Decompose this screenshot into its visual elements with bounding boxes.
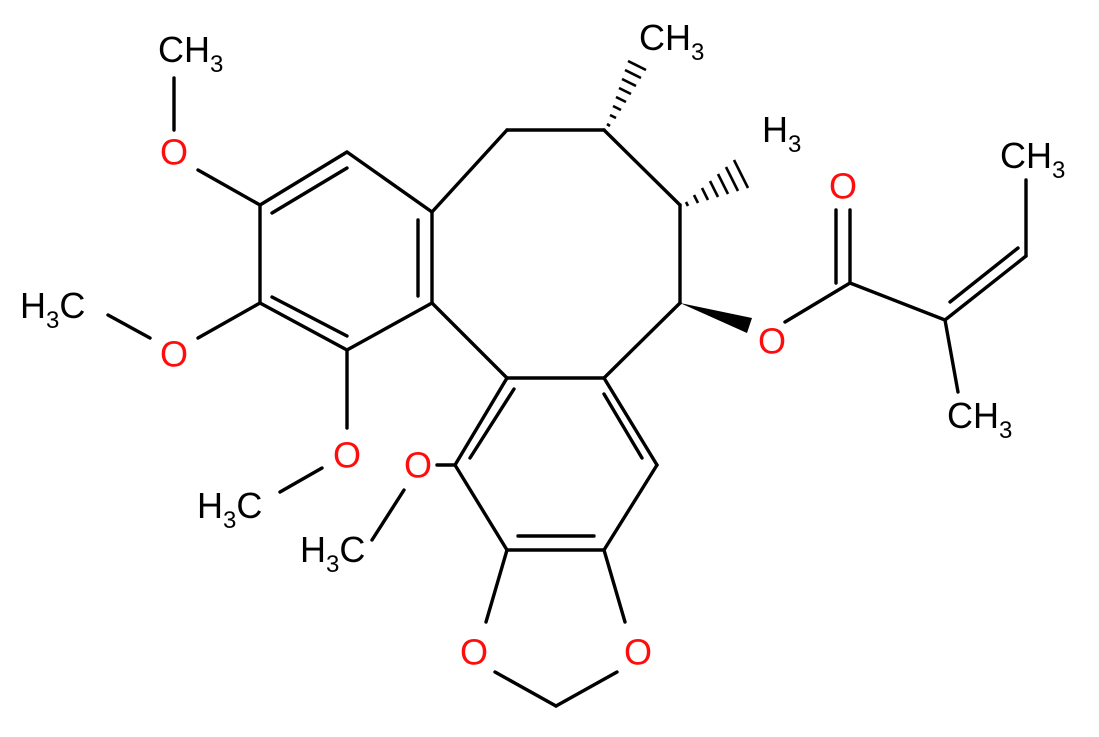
bond: [196, 301, 262, 340]
bond: [602, 301, 682, 380]
stereo-bonds: [606, 59, 752, 333]
methyl-label: CH3: [947, 395, 1012, 444]
bonds: [106, 76, 1028, 708]
bond: [278, 466, 324, 494]
bond: [430, 301, 509, 380]
bond: [602, 548, 627, 624]
bond-double: [468, 387, 516, 460]
oxygen-atom: O: [460, 632, 488, 673]
methyl-label: H3C: [20, 285, 85, 334]
oxygen-atom: O: [624, 632, 652, 673]
methyl-label: CH3: [1000, 135, 1065, 184]
bond: [196, 168, 262, 207]
bond: [493, 670, 558, 708]
bond: [430, 128, 509, 214]
methyl-label: H3: [762, 109, 801, 158]
bond: [106, 313, 152, 340]
wedge-bond: [680, 303, 752, 333]
bond-double: [270, 166, 349, 215]
oxygen-atoms: O O O O O O O O: [160, 132, 857, 673]
bond: [453, 463, 509, 552]
bond-double: [602, 392, 644, 460]
hashed-bond-ring: [684, 159, 750, 207]
methyl-label: CH3: [639, 17, 704, 66]
bond: [943, 318, 960, 394]
methyl-label: H3C: [197, 485, 262, 534]
bond: [602, 128, 682, 207]
bond-double: [948, 246, 1020, 304]
bond: [848, 281, 947, 322]
bond: [602, 376, 659, 467]
bond: [943, 254, 1028, 322]
bond: [484, 548, 509, 624]
bond: [345, 301, 434, 352]
hashed-bond-top: [606, 59, 647, 128]
bond: [602, 463, 659, 552]
methyl-label: H3C: [300, 529, 365, 578]
bond: [345, 150, 434, 214]
bond: [370, 488, 406, 542]
bond: [554, 670, 619, 708]
oxygen-atom: O: [160, 132, 188, 173]
bond-double: [270, 295, 349, 338]
methyl-label: CH3: [158, 29, 223, 78]
oxygen-atom: O: [829, 166, 857, 207]
bond: [258, 301, 349, 352]
bond: [783, 281, 852, 324]
oxygen-atom: O: [160, 334, 188, 375]
bond: [258, 150, 349, 207]
methyl-labels: CH3 CH3 H3 CH3 CH3 H3C H3C H3C: [20, 17, 1065, 578]
bond: [453, 376, 509, 467]
oxygen-atom: O: [333, 435, 361, 476]
oxygen-atom: O: [404, 445, 432, 486]
oxygen-atom: O: [758, 321, 786, 362]
